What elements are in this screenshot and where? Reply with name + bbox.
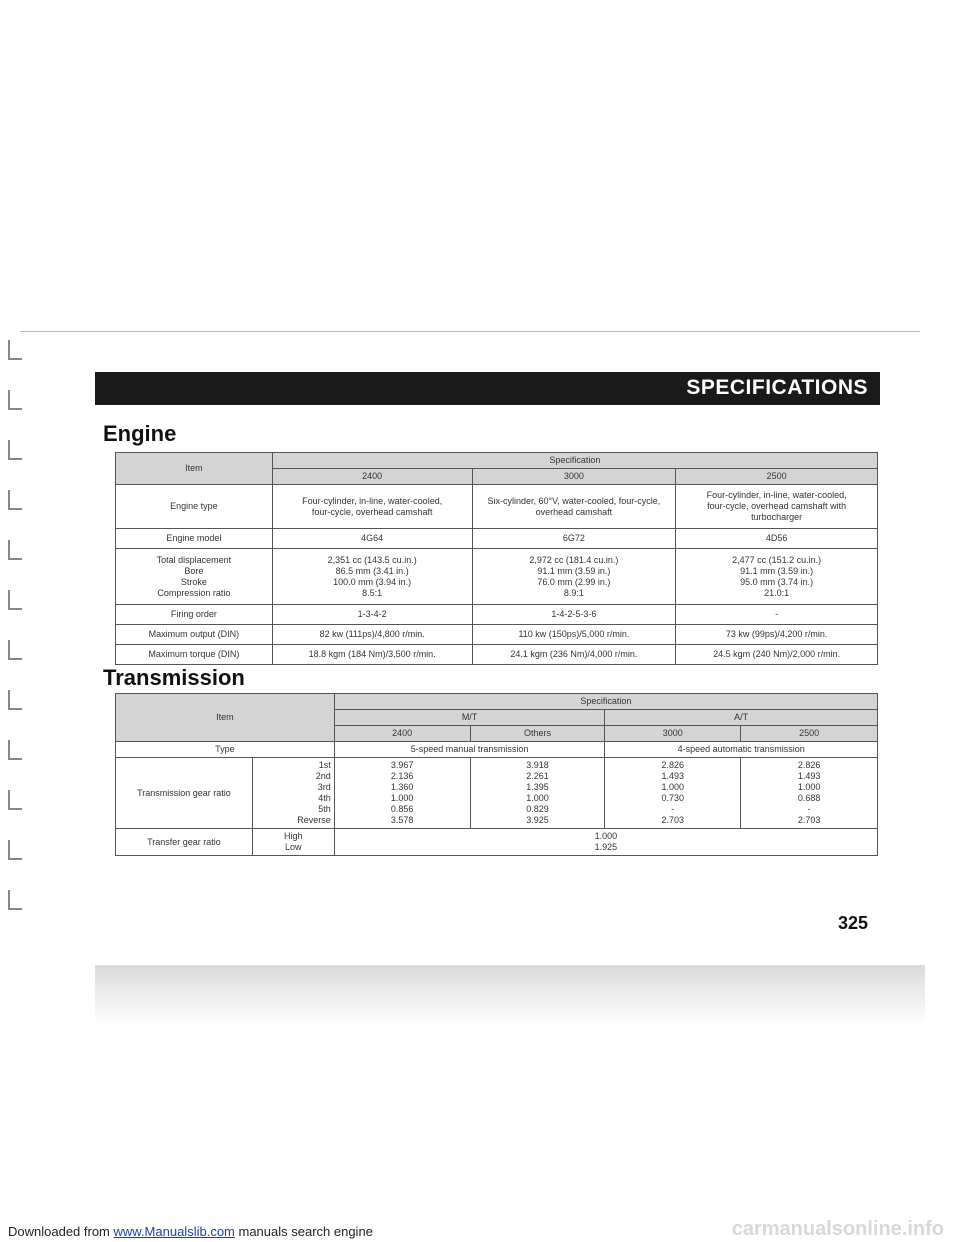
header-title: SPECIFICATIONS [686,376,868,399]
binder-tab [8,440,22,460]
manualslib-link[interactable]: www.Manualslib.com [113,1224,235,1239]
engine-item-header: Item [115,452,273,485]
binder-tab [8,590,22,610]
transmission-spec-header: Specification [333,693,879,710]
torn-page-edge [95,965,925,1025]
gear-ratio-label: Transmission gear ratio [115,757,253,829]
max-output-2500: 73 kw (99ps)/4,200 r/min. [675,624,878,645]
engine-model-2500: 4D56 [675,528,878,549]
at-header: A/T [604,709,878,726]
trans-col-others: Others [469,725,606,742]
trans-col-2500: 2500 [740,725,878,742]
engine-section-title: Engine [103,421,177,446]
binder-tab [8,740,22,760]
displacement-3000: 2,972 cc (181.4 cu.in.) 91.1 mm (3.59 in… [471,548,677,605]
watermark: carmanualsonline.info [731,1218,944,1240]
firing-order-2500: - [675,604,878,625]
page-edge-line [20,331,920,340]
mt-header: M/T [333,709,606,726]
engine-spec-header: Specification [271,452,879,469]
transmission-item-header: Item [115,693,335,742]
binder-tab [8,690,22,710]
max-output-3000: 110 kw (150ps)/5,000 r/min. [471,624,677,645]
engine-model-2400: 4G64 [271,528,473,549]
transfer-values: 1.000 1.925 [333,828,879,856]
max-output-label: Maximum output (DIN) [115,624,273,645]
trans-col-2400: 2400 [333,725,471,742]
page-number: 325 [838,913,869,933]
gear-ratio-2500: 2.826 1.493 1.000 0.688 - 2.703 [740,757,878,829]
engine-spec-table: Item Specification 2400 3000 2500 Engine… [115,452,879,665]
specifications-header: SPECIFICATIONS [95,372,880,405]
displacement-2400: 2,351 cc (143.5 cu.in.) 86.5 mm (3.41 in… [271,548,473,605]
gear-ratio-3000: 2.826 1.493 1.000 0.730 - 2.703 [604,757,742,829]
engine-model-3000: 6G72 [471,528,677,549]
binder-tab [8,540,22,560]
engine-type-label: Engine type [115,484,273,529]
trans-col-3000: 3000 [604,725,742,742]
binder-tab [8,790,22,810]
max-torque-2400: 18.8 kgm (184 Nm)/3,500 r/min. [271,644,473,665]
gear-ratio-others: 3.918 2.261 1.395 1.000 0.829 3.925 [469,757,606,829]
binder-tabs [0,330,30,1030]
type-at: 4-speed automatic transmission [604,741,878,758]
binder-tab [8,490,22,510]
firing-order-label: Firing order [115,604,273,625]
engine-col-2500: 2500 [675,468,878,485]
max-torque-3000: 24.1 kgm (236 Nm)/4,000 r/min. [471,644,677,665]
max-torque-label: Maximum torque (DIN) [115,644,273,665]
max-torque-2500: 24.5 kgm (240 Nm)/2,000 r/min. [675,644,878,665]
transmission-spec-table: Item Specification M/T A/T 2400 Others 3… [115,693,879,856]
engine-col-3000: 3000 [471,468,677,485]
displacement-label: Total displacement Bore Stroke Compressi… [115,548,273,605]
transmission-section-title: Transmission [103,665,245,690]
transfer-gears: High Low [251,828,335,856]
footer-suffix: manuals search engine [234,1224,373,1239]
binder-tab [8,840,22,860]
binder-tab [8,640,22,660]
binder-tab [8,340,22,360]
engine-model-label: Engine model [115,528,273,549]
firing-order-2400: 1-3-4-2 [271,604,473,625]
binder-tab [8,890,22,910]
footer-prefix: Downloaded from [8,1224,114,1239]
gear-ratio-2400: 3.967 2.136 1.360 1.000 0.856 3.578 [333,757,471,829]
engine-col-2400: 2400 [271,468,473,485]
engine-type-2400: Four-cylinder, in-line, water-cooled, fo… [271,484,473,529]
engine-type-2500: Four-cylinder, in-line, water-cooled, fo… [675,484,878,529]
type-label: Type [115,741,335,758]
firing-order-3000: 1-4-2-5-3-6 [471,604,677,625]
type-mt: 5-speed manual transmission [333,741,606,758]
binder-tab [8,390,22,410]
engine-type-3000: Six-cylinder, 60°V, water-cooled, four-c… [471,484,677,529]
displacement-2500: 2,477 cc (151.2 cu.in.) 91.1 mm (3.59 in… [675,548,878,605]
gear-names: 1st 2nd 3rd 4th 5th Reverse [251,757,335,829]
footer: Downloaded from www.Manualslib.com manua… [8,1224,373,1239]
transfer-label: Transfer gear ratio [115,828,253,856]
max-output-2400: 82 kw (111ps)/4,800 r/min. [271,624,473,645]
